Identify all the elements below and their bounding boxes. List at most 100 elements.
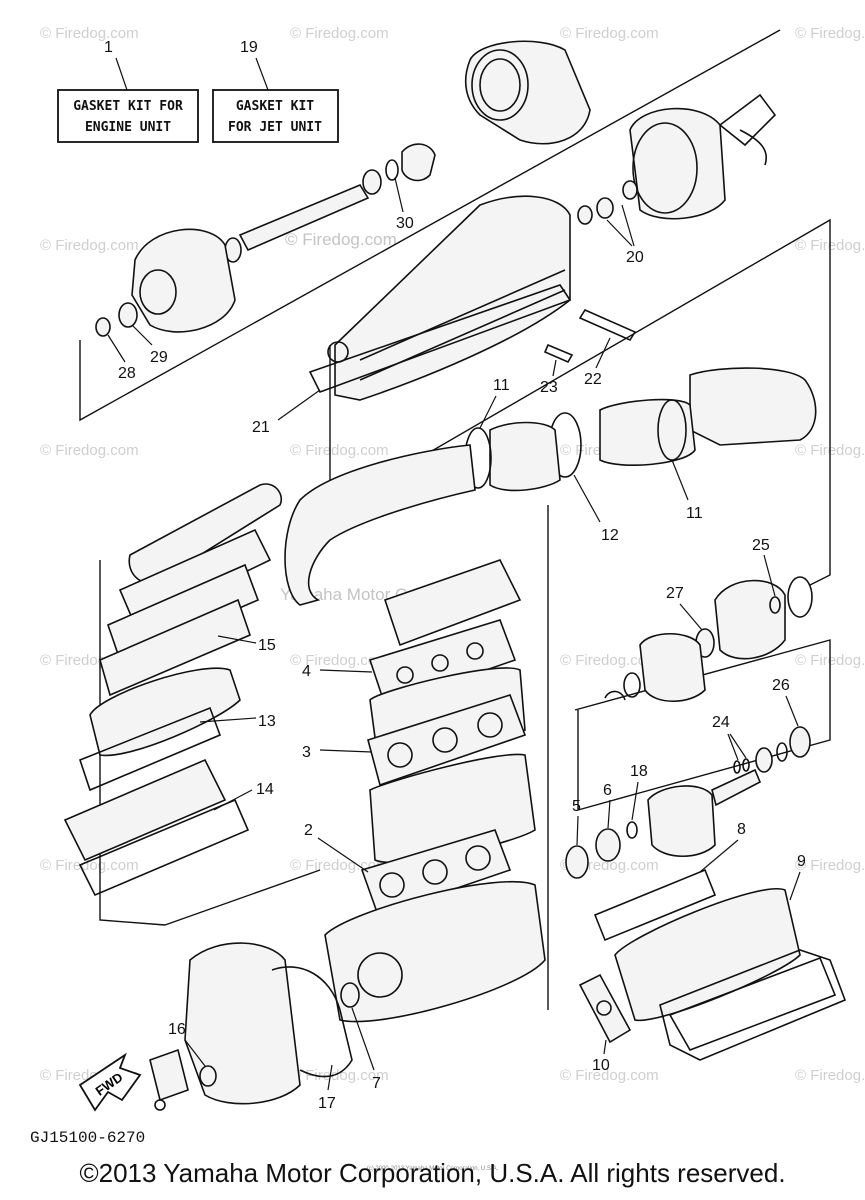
watermark: © Firedog.com [795,25,865,42]
leader-line [131,324,153,346]
watermark: © Firedog.com [290,25,389,42]
bore-hole [422,859,448,885]
leader-line [319,669,373,673]
group-frames [79,29,831,1010]
seal-5 [565,845,589,879]
exhaust-gasket-8 [593,868,717,942]
leader-line [763,554,776,597]
leader-line [789,871,801,901]
gasket-14 [78,798,250,897]
coupler [647,785,716,857]
watermark: © Firedog.com [40,442,139,459]
exhaust-muffler [284,444,476,606]
bracket [149,1048,189,1102]
callout-5: 5 [572,798,581,815]
o-ring [769,596,781,614]
shaft [238,183,370,252]
bore-hole [396,666,414,684]
leader-line [603,1039,607,1055]
drive-shaft-lower: 26 24 18 6 5 [565,677,811,879]
callout-17: 17 [318,1095,336,1112]
kit-label-line: ENGINE UNIT [85,120,171,135]
callout-15: 15 [258,637,276,654]
watermark: © Firedog.com [560,1067,659,1084]
duct-pivot [327,341,349,363]
leader-line [317,837,369,873]
leader-line [351,1007,375,1071]
gasket-kit-jet-unit: 19 GASKET KIT FOR JET UNIT [212,39,339,143]
crankcase [324,881,546,1023]
carburetor-block [89,667,241,757]
leader-line [213,789,253,811]
bore-hole [431,654,449,672]
callout-number: 1 [104,39,113,56]
driveshaft-frame [574,639,831,811]
o-ring [385,159,399,181]
leader-line [255,57,269,91]
seal-29 [118,302,138,328]
callout-25: 25 [752,537,770,554]
watermark: © Firedog.com [795,857,865,874]
gasket-plate [118,528,272,627]
bore-hole [465,845,491,871]
callout-24: 24 [712,714,730,731]
callout-number: 19 [240,39,258,56]
leader-line [729,733,747,759]
exhaust-gasket-9 [659,949,847,1061]
callout-27: 27 [666,585,684,602]
leader-line [621,204,635,247]
base-gasket-2 [360,829,512,917]
crankcase-bore [357,952,403,998]
callout-13: 13 [258,713,276,730]
callout-6: 6 [603,782,612,799]
callout-11-lower: 11 [686,505,703,522]
leader-line [573,474,601,523]
watermark: © Firedog.com [285,230,397,249]
intake-silencer [128,483,282,584]
gasket-plate [99,598,251,697]
gasket-kit-engine-unit: 1 GASKET KIT FOR ENGINE UNIT [57,39,199,143]
intake-duct-body [334,195,571,401]
forward-arrow-icon [78,1052,142,1112]
exhaust-pipe-section [599,398,696,466]
callout-14: 14 [256,781,274,798]
duct-edge [359,269,566,361]
callout-2: 2 [304,822,313,839]
kit-label-box [57,89,199,143]
seal [577,205,593,225]
kit-label-line: GASKET KIT [236,99,314,114]
drive-shaft-upper: 30 [224,143,436,263]
gasket-inner [668,956,837,1051]
watermark: © Firedog.com [40,857,139,874]
watermark: © Firedog.com [560,25,659,42]
leader-line [107,334,126,363]
bore-hole [432,727,458,753]
pump-cover-left: 28 29 [95,228,236,382]
leader-line [727,733,739,761]
reed-valve-block [63,758,227,862]
callout-22: 22 [584,371,602,388]
leader-line [184,1039,206,1067]
watermark: © Firedog.com [795,1067,865,1084]
bore-hole [466,642,484,660]
callout-9: 9 [797,853,806,870]
o-ring-18 [626,821,638,839]
callout-11-upper: 11 [493,377,510,394]
callout-26: 26 [772,677,790,694]
o-ring-24 [733,760,741,774]
seal [596,197,614,219]
strip-22 [578,308,637,342]
leader-line [327,1064,333,1091]
leader-line [699,839,739,873]
watermark: © Firedog.com [290,652,389,669]
cylinder-head-cover [383,559,522,647]
duct-gasket-21 [308,284,572,393]
leader-line [217,635,257,644]
manifold-frame [99,560,166,926]
flywheel-cover: 16 17 [149,942,353,1112]
kit-label-line: FOR JET UNIT [228,120,322,135]
leader-line [785,695,799,727]
exhaust-manifold: 8 9 10 [578,821,847,1074]
intake-manifold-stack: 15 13 14 [63,483,282,897]
jet-pump-housing [464,40,591,145]
